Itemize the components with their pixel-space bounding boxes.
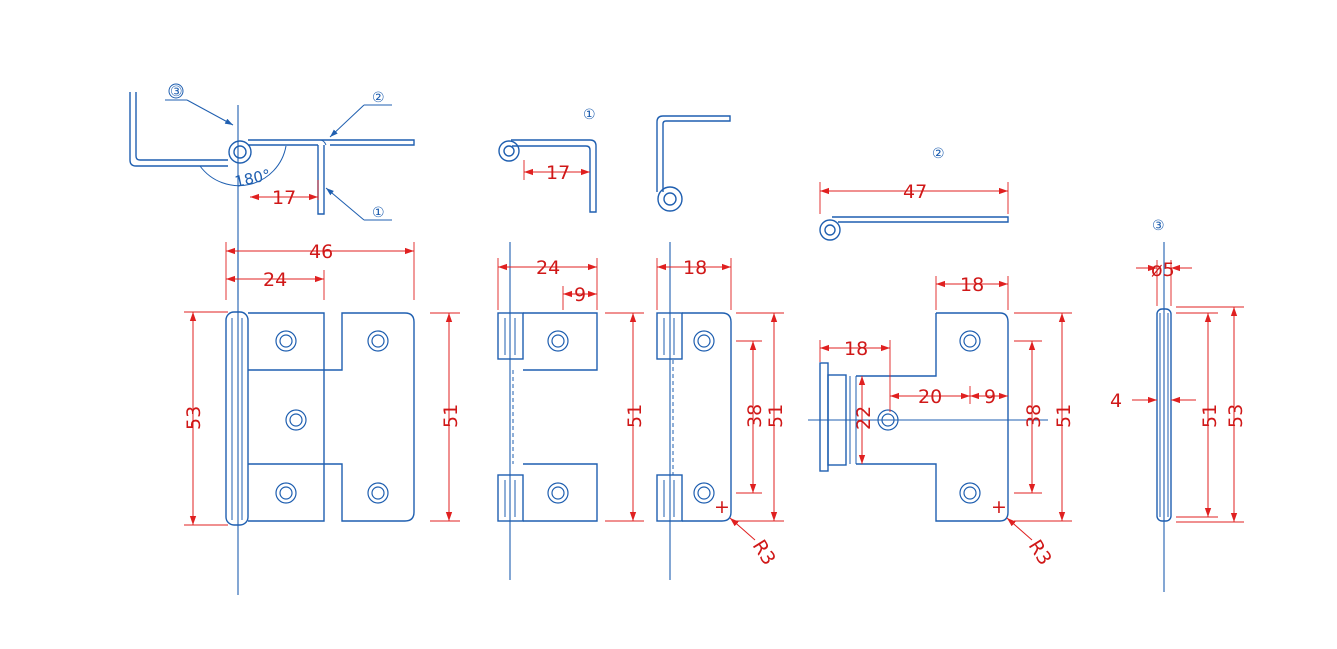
dim-v2-38: 38 [744,404,766,428]
r3-center-mark: + [714,496,730,518]
dim-pin-51: 51 [1199,404,1221,428]
dim-v1-9: 9 [574,284,586,306]
dim-v3-18-top: 18 [960,274,984,296]
assembly-top-view: 180° ③ ② ① 17 [129,83,415,300]
r3-center-mark-2: + [991,496,1007,518]
dim-pin-53: 53 [1225,404,1247,428]
callout-1-top-label: ① [372,205,385,221]
callout-2-top-label: ② [372,90,385,106]
dim-pin-d5: ø5 [1151,259,1175,281]
part2-top-view: ② 47 [819,146,1009,241]
dim-v3-9: 9 [984,386,996,408]
callout-1-label: ① [583,107,596,123]
part1-top-views: ① 17 [498,107,731,213]
dim-leaf-24: 24 [263,269,287,291]
dim-top-17: 17 [272,187,296,209]
dim-pin-4: 4 [1110,390,1122,412]
dim-v3-38: 38 [1023,404,1045,428]
dim-v2-51: 51 [765,404,787,428]
dim-v3-r3: R3 [1024,536,1056,569]
part3-top-label: ③ [1152,218,1165,234]
dim-view2-47: 47 [903,181,927,203]
dim-v3-18-side: 18 [844,338,868,360]
part1-front-view: 24 9 51 [497,242,646,580]
dim-v3-22: 22 [853,406,875,430]
dim-v3-20: 20 [918,386,942,408]
dim-v1-51: 51 [624,404,646,428]
assembly-front-view: 46 24 53 51 [183,240,462,595]
dim-v3-51: 51 [1053,404,1075,428]
part2-front-view: + 18 18 20 9 22 38 51 R3 [808,274,1075,569]
callout-3-small-label: ③ [1152,218,1165,234]
dim-total-46: 46 [309,241,333,263]
dim-v1-24: 24 [536,257,560,279]
dim-v2-r3: R3 [748,536,780,569]
callout-2-label: ② [932,146,945,162]
dim-height-53: 53 [183,406,205,430]
angle-label: 180° [233,166,272,191]
pin-front-view: ø5 4 51 53 [1110,242,1247,592]
callout-3-label: ③ [170,84,183,100]
dim-view1-17: 17 [546,162,570,184]
dim-height-51: 51 [440,404,462,428]
part1-side-view: + 18 38 51 R3 [656,242,787,580]
dim-v2-18: 18 [683,257,707,279]
